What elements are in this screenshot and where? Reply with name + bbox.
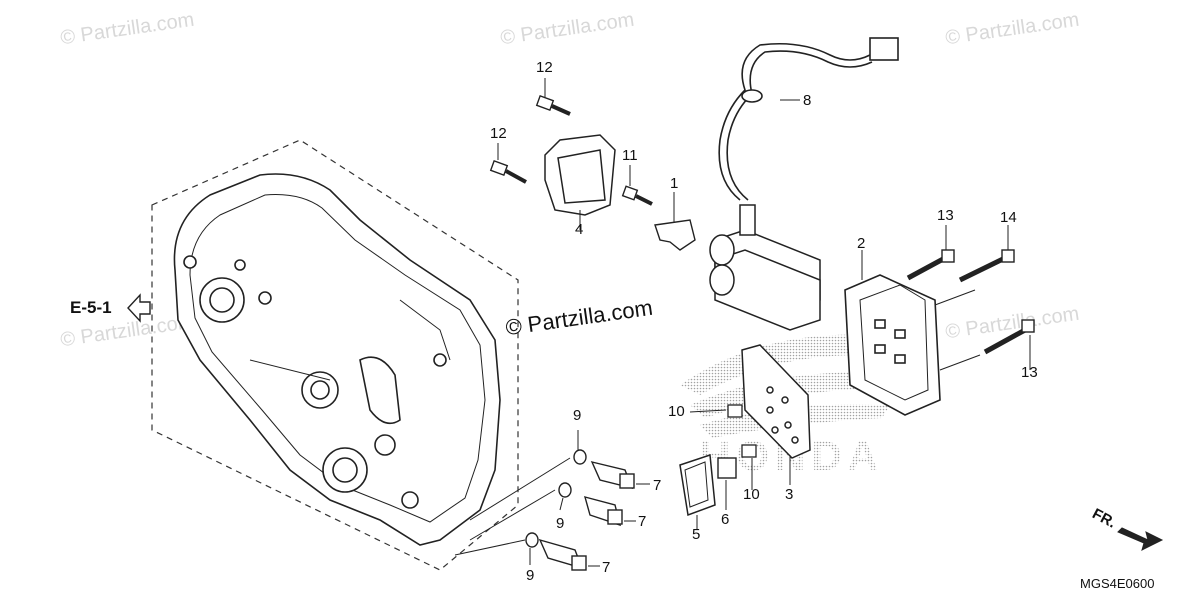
callout-1[interactable]: 1 [670,175,679,192]
bolt-14 [958,249,1015,283]
reference-arrow-icon [127,293,151,323]
valve-body-part-2 [844,274,941,416]
bolt-12-lower [489,160,527,184]
callout-5[interactable]: 5 [692,526,701,543]
callout-14[interactable]: 14 [1000,209,1017,226]
callout-9-middle[interactable]: 9 [556,515,565,532]
callout-7-lower[interactable]: 7 [602,559,611,576]
dowel-10-upper [727,404,743,418]
bracket-part-1 [654,219,696,251]
callout-12-upper[interactable]: 12 [536,59,553,76]
callout-7-upper[interactable]: 7 [653,477,662,494]
leader-lines [454,78,1031,567]
callout-13-lower[interactable]: 13 [1021,364,1038,381]
callout-11[interactable]: 11 [622,147,638,164]
dowel-10-lower [741,444,757,458]
gasket-part-5 [679,453,716,517]
pressure-switch-7-middle [558,482,623,527]
callout-10-lower[interactable]: 10 [743,486,760,503]
callout-4[interactable]: 4 [575,221,584,238]
separator-plate-part-3 [741,344,811,459]
bolt-11 [621,185,653,206]
callout-3[interactable]: 3 [785,486,794,503]
part-6 [717,457,737,479]
bolt-13-lower [983,319,1035,355]
bolt-13-upper [906,249,955,281]
callout-9-upper[interactable]: 9 [573,407,582,424]
cover-dashed-boundary [151,139,519,571]
callout-10-upper[interactable]: 10 [668,403,685,420]
solenoid-valves [709,204,821,331]
callout-6[interactable]: 6 [721,511,730,528]
pressure-switch-7-upper [573,449,635,490]
cover-part-4 [544,134,616,216]
reference-label[interactable]: E-5-1 [70,298,112,317]
callout-2[interactable]: 2 [857,235,866,252]
front-direction-arrow-icon [1117,527,1164,551]
diagram-code: MGS4E0600 [1080,576,1155,591]
pressure-switch-7-lower [525,532,587,571]
bolt-12-upper [535,95,571,116]
callout-9-lower[interactable]: 9 [526,567,535,584]
callout-7-middle[interactable]: 7 [638,513,647,530]
callout-13-upper[interactable]: 13 [937,207,954,224]
transmission-cover [173,173,501,546]
wire-harness-8 [718,37,899,201]
callout-12-lower[interactable]: 12 [490,125,507,142]
callout-8[interactable]: 8 [803,92,812,109]
